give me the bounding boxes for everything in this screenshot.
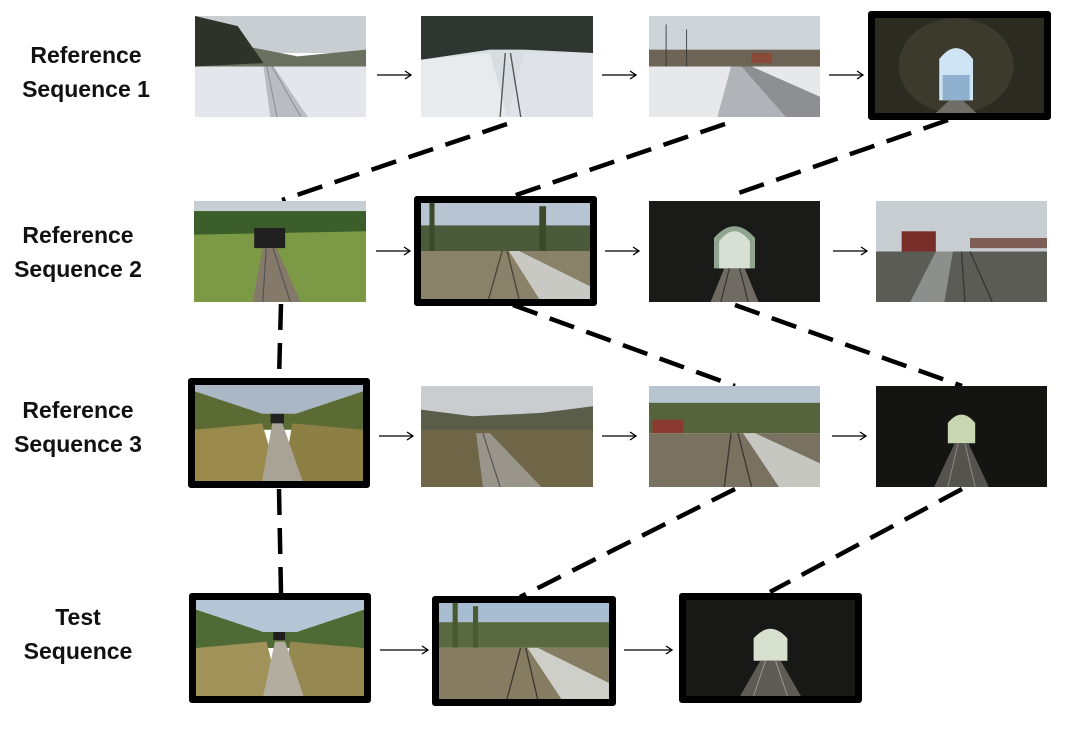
arrow-right-icon <box>602 429 638 443</box>
link-line <box>512 302 736 389</box>
arrow-right-icon <box>379 429 415 443</box>
frame-r1-tunnel-bright <box>868 11 1051 120</box>
frame-r3-forest-cut <box>188 378 370 488</box>
arrow-right-icon <box>832 429 868 443</box>
row-label-test: Test Sequence <box>14 600 142 668</box>
frame-test-forest-cut <box>189 593 371 703</box>
frame-r3-open-valley <box>421 386 593 487</box>
row-label-reference-2: Reference Sequence 2 <box>14 218 142 286</box>
frame-test-tunnel <box>679 593 862 703</box>
link-line <box>734 302 963 389</box>
arrow-right-icon <box>829 68 865 82</box>
frame-r2-red-station <box>876 201 1047 302</box>
row-label-line2: Sequence 3 <box>14 431 142 457</box>
arrow-right-icon <box>377 68 413 82</box>
row-label-reference-1: Reference Sequence 1 <box>22 38 150 106</box>
frame-r2-station-platform <box>414 196 597 306</box>
arrow-right-icon <box>380 643 430 657</box>
row-label-line1: Reference <box>22 397 134 423</box>
row-label-reference-3: Reference Sequence 3 <box>14 393 142 461</box>
row-label-line1: Reference <box>30 42 142 68</box>
arrow-right-icon <box>833 244 869 258</box>
frame-r1-snow-station <box>649 16 820 117</box>
link-line <box>276 488 284 594</box>
arrow-right-icon <box>376 244 412 258</box>
row-label-line2: Sequence 2 <box>14 256 142 282</box>
row-label-line2: Sequence <box>23 638 133 664</box>
row-label-line2: Sequence 1 <box>22 76 150 102</box>
arrow-right-icon <box>605 244 641 258</box>
row-label-line1: Test <box>55 604 101 630</box>
link-line <box>518 486 737 600</box>
frame-r2-tunnel-dark <box>649 201 820 302</box>
arrow-right-icon <box>602 68 638 82</box>
link-line <box>732 117 949 198</box>
link-line <box>512 121 726 199</box>
link-line <box>768 487 964 594</box>
arrow-right-icon <box>624 643 674 657</box>
frame-r3-tunnel-dark-2 <box>876 386 1047 487</box>
frame-r1-snow-track <box>195 16 366 117</box>
link-line <box>276 303 284 380</box>
row-label-line1: Reference <box>22 222 134 248</box>
link-line <box>281 121 508 203</box>
frame-r1-snow-cut <box>421 16 593 117</box>
frame-r3-station-platform-2 <box>649 386 820 487</box>
frame-test-station <box>432 596 616 706</box>
frame-r2-tunnel-portal-green <box>194 201 366 302</box>
